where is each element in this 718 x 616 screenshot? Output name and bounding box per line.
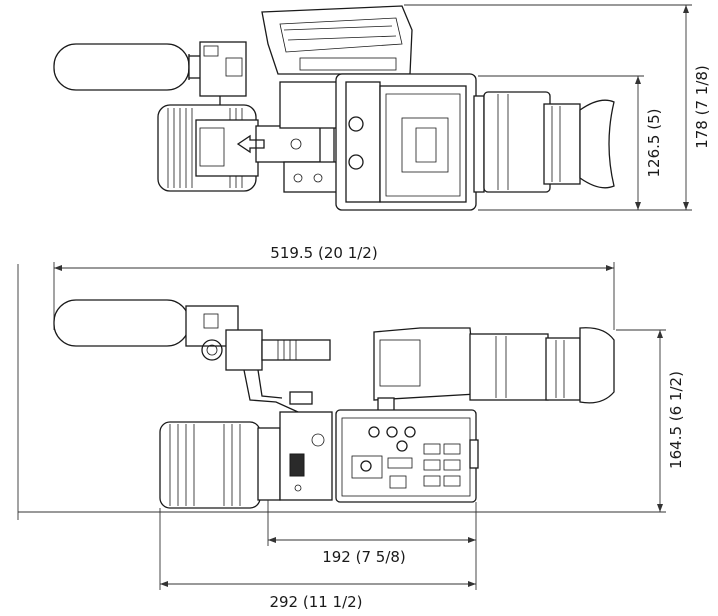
dim-top-height-outer: 178 (7 1/8) [693, 65, 711, 149]
camera-top-view [53, 5, 615, 211]
dim-body-length: 192 (7 5/8) [322, 548, 406, 566]
side-view-dim-lines [18, 329, 666, 590]
top-view-dim-lines [404, 4, 692, 211]
camera-side-view [53, 299, 615, 509]
top-handle-mount [199, 41, 247, 97]
side-lens [159, 421, 261, 509]
top-viewfinder-barrel [483, 91, 551, 193]
dim-lens-to-back-length: 292 (11 1/2) [269, 593, 362, 611]
side-handle-knob [201, 339, 223, 361]
dim-total-length: 519.5 (20 1/2) [270, 244, 377, 262]
dim-top-height-inner: 126.5 (5) [645, 109, 663, 178]
top-viewfinder-ring [543, 103, 581, 185]
side-viewfinder-body [373, 327, 477, 401]
top-lcd-hood [261, 5, 413, 75]
side-lens-mount [279, 411, 333, 501]
side-eyecup [579, 327, 615, 404]
side-handle-grip [53, 299, 190, 347]
dim-side-height: 164.5 (6 1/2) [667, 371, 685, 469]
top-lens-clamp [195, 119, 259, 177]
side-viewfinder-ring [545, 337, 581, 401]
top-handle-grip [53, 43, 190, 91]
side-viewfinder-barrel [469, 333, 549, 401]
top-eyecup [579, 99, 615, 189]
